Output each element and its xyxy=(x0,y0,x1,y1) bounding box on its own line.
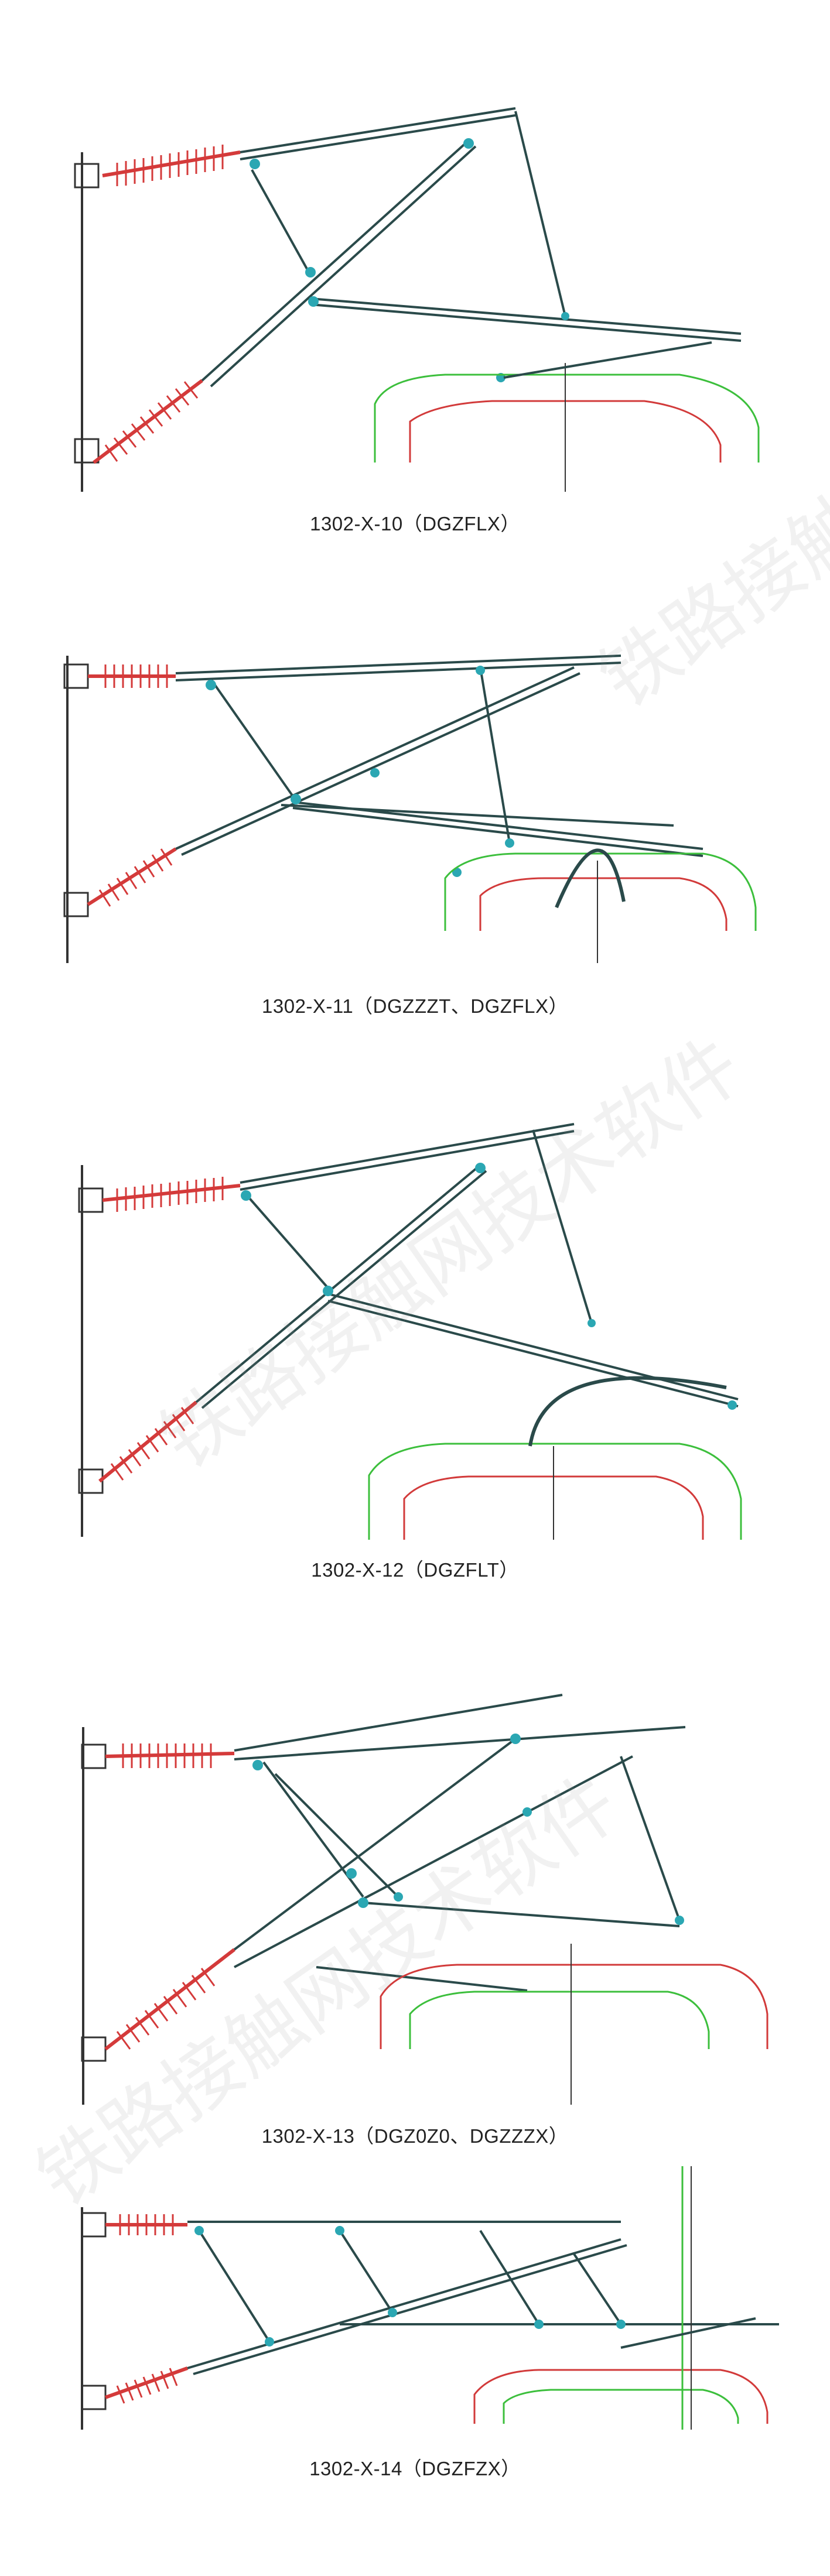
cantilever-drawing-1 xyxy=(0,59,830,503)
figure-caption-3: 1302-X-12（DGZFLT） xyxy=(311,1559,519,1581)
figure-caption-1: 1302-X-10（DGZFLX） xyxy=(310,513,520,535)
cantilever-drawing-2 xyxy=(0,603,830,984)
cantilever-drawing-4 xyxy=(0,1639,830,2108)
cantilever-drawing-5 xyxy=(0,2166,830,2441)
figure-caption-2: 1302-X-11（DGZZZT、DGZFLX） xyxy=(262,995,568,1017)
figure-caption-4: 1302-X-13（DGZ0Z0、DGZZZX） xyxy=(261,2125,569,2147)
cantilever-drawing-3 xyxy=(0,1095,830,1540)
figure-caption-5: 1302-X-14（DGZFZX） xyxy=(309,2458,521,2479)
